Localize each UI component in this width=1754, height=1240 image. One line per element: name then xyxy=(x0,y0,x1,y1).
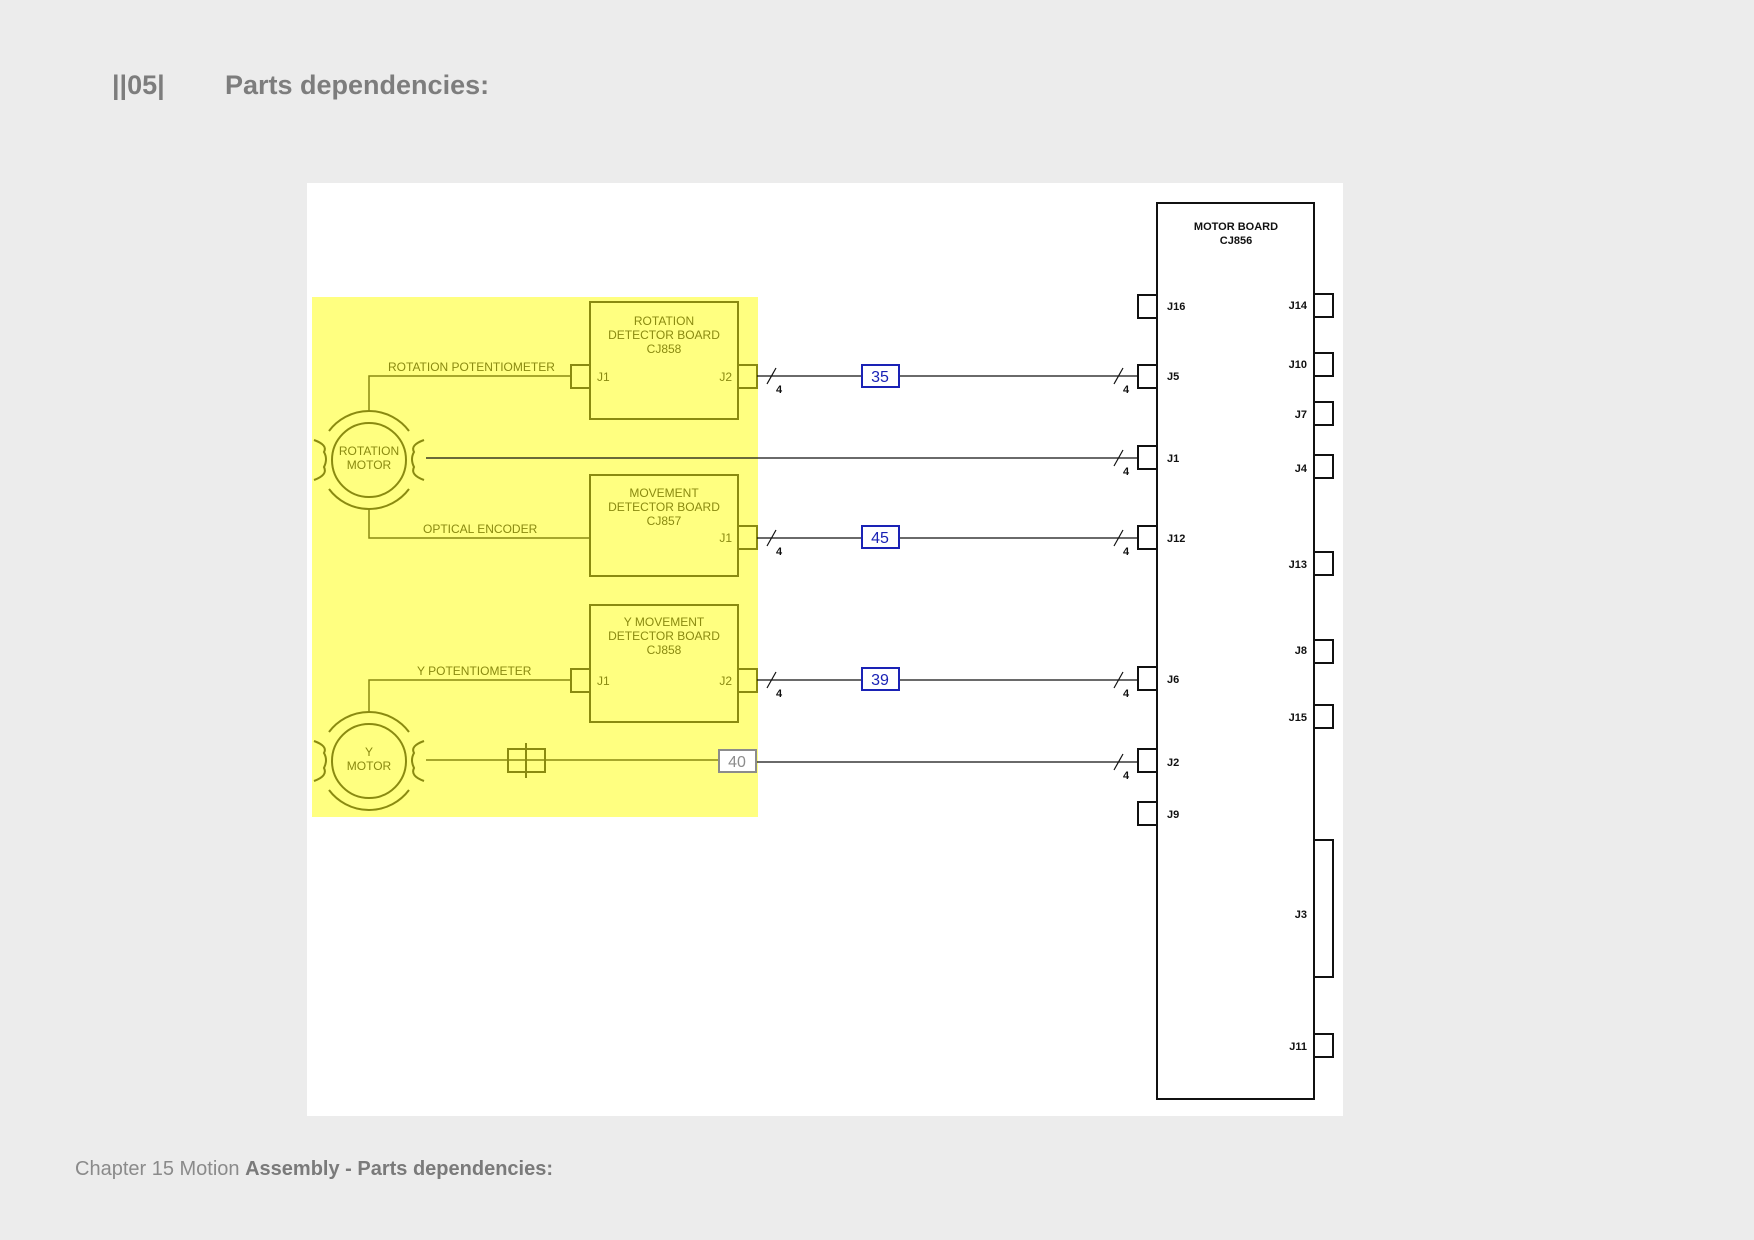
rotation-detector-board: ROTATION DETECTOR BOARD CJ858 J1 J2 xyxy=(570,301,758,420)
y-movement-detector-board: Y MOVEMENT DETECTOR BOARD CJ858 J1 J2 xyxy=(570,604,758,723)
svg-text:J15: J15 xyxy=(1289,712,1307,724)
svg-text:DETECTOR BOARD: DETECTOR BOARD xyxy=(608,500,720,514)
connector-J16: J16 xyxy=(1137,294,1185,319)
motor-board-title: MOTOR BOARD xyxy=(1194,221,1278,233)
svg-text:J5: J5 xyxy=(1167,371,1179,383)
rotation-motor-label: ROTATION xyxy=(339,444,399,458)
wiring-diagram-panel: MOTOR BOARD CJ856 J16 J5 J1 J12 J6 J2 J9… xyxy=(307,183,1343,1116)
svg-text:J2: J2 xyxy=(1167,757,1179,769)
svg-text:CJ858: CJ858 xyxy=(647,643,682,657)
svg-text:39: 39 xyxy=(871,672,889,689)
connector-J7: J7 xyxy=(1295,401,1334,426)
y-potentiometer-label: Y POTENTIOMETER xyxy=(417,664,532,678)
svg-text:4: 4 xyxy=(776,546,783,558)
svg-text:J11: J11 xyxy=(1289,1041,1307,1053)
svg-text:J9: J9 xyxy=(1167,809,1179,821)
svg-text:J1: J1 xyxy=(597,370,610,384)
page-footer: Chapter 15 Motion Assembly - Parts depen… xyxy=(75,1158,553,1181)
motor-board-code: CJ856 xyxy=(1220,235,1252,247)
connector-J2: J2 xyxy=(1137,748,1179,773)
wiring-diagram: MOTOR BOARD CJ856 J16 J5 J1 J12 J6 J2 J9… xyxy=(312,202,1334,1100)
movement-detector-board: MOVEMENT DETECTOR BOARD CJ857 J1 xyxy=(589,474,758,577)
svg-text:J16: J16 xyxy=(1167,301,1185,313)
svg-text:ROTATION: ROTATION xyxy=(634,314,694,328)
wire-count-slashes xyxy=(766,367,1124,771)
connector-J11: J11 xyxy=(1289,1033,1334,1058)
internal-wiring xyxy=(368,375,718,761)
motor-board: MOTOR BOARD CJ856 J16 J5 J1 J12 J6 J2 J9… xyxy=(1137,202,1334,1100)
svg-text:J2: J2 xyxy=(719,370,732,384)
svg-text:DETECTOR BOARD: DETECTOR BOARD xyxy=(608,328,720,342)
connector-J1: J1 xyxy=(1137,445,1179,470)
highlight-region xyxy=(312,297,758,817)
wire-count-labels: 4 4 4 4 4 4 4 4 xyxy=(776,384,1130,782)
y-motor-label-2: MOTOR xyxy=(347,759,392,773)
connector-J3: J3 xyxy=(1295,839,1334,978)
connector-J6: J6 xyxy=(1137,666,1179,691)
footer-bold: Assembly - Parts dependencies: xyxy=(245,1158,553,1180)
page-title: Parts dependencies: xyxy=(225,70,490,100)
svg-text:J14: J14 xyxy=(1289,300,1308,312)
fuse-symbol xyxy=(507,743,546,778)
rotation-potentiometer-label: ROTATION POTENTIOMETER xyxy=(388,360,555,374)
connector-J14: J14 xyxy=(1289,293,1334,318)
svg-text:4: 4 xyxy=(776,688,783,700)
svg-text:J12: J12 xyxy=(1167,533,1185,545)
svg-text:4: 4 xyxy=(1123,688,1130,700)
svg-text:J10: J10 xyxy=(1289,359,1307,371)
svg-text:J1: J1 xyxy=(1167,453,1179,465)
svg-text:45: 45 xyxy=(871,530,889,547)
optical-encoder-label: OPTICAL ENCODER xyxy=(423,522,538,536)
svg-text:4: 4 xyxy=(1123,384,1130,396)
svg-text:J1: J1 xyxy=(597,674,610,688)
svg-text:Y MOVEMENT: Y MOVEMENT xyxy=(624,615,705,629)
connector-J9: J9 xyxy=(1137,801,1179,826)
svg-text:J8: J8 xyxy=(1295,645,1307,657)
cable-label-40: 40 xyxy=(718,749,757,773)
y-motor-label: Y xyxy=(365,745,373,759)
harness-wires xyxy=(426,375,1138,763)
svg-text:J13: J13 xyxy=(1289,559,1307,571)
svg-text:J6: J6 xyxy=(1167,674,1179,686)
svg-text:J2: J2 xyxy=(719,674,732,688)
svg-text:J7: J7 xyxy=(1295,409,1307,421)
svg-text:40: 40 xyxy=(728,754,746,771)
svg-text:J4: J4 xyxy=(1295,463,1308,475)
svg-text:MOVEMENT: MOVEMENT xyxy=(629,486,699,500)
connector-J15: J15 xyxy=(1289,704,1334,729)
connector-J13: J13 xyxy=(1289,551,1334,576)
svg-text:CJ857: CJ857 xyxy=(647,514,682,528)
svg-text:4: 4 xyxy=(776,384,783,396)
svg-text:4: 4 xyxy=(1123,770,1130,782)
connector-J4: J4 xyxy=(1295,454,1334,479)
svg-text:DETECTOR BOARD: DETECTOR BOARD xyxy=(608,629,720,643)
cable-label-39: 39 xyxy=(861,667,900,691)
svg-text:J3: J3 xyxy=(1295,909,1307,921)
connector-J10: J10 xyxy=(1289,352,1334,377)
svg-text:35: 35 xyxy=(871,369,889,386)
cable-label-45: 45 xyxy=(861,525,900,549)
svg-text:J1: J1 xyxy=(719,531,732,545)
connector-J8: J8 xyxy=(1295,639,1334,664)
section-number: ||05| xyxy=(112,70,165,100)
svg-text:4: 4 xyxy=(1123,546,1130,558)
svg-text:4: 4 xyxy=(1123,466,1130,478)
rotation-motor-label-2: MOTOR xyxy=(347,458,392,472)
cable-label-35: 35 xyxy=(861,364,900,388)
footer-prefix: Chapter 15 Motion xyxy=(75,1158,246,1180)
svg-text:CJ858: CJ858 xyxy=(647,342,682,356)
